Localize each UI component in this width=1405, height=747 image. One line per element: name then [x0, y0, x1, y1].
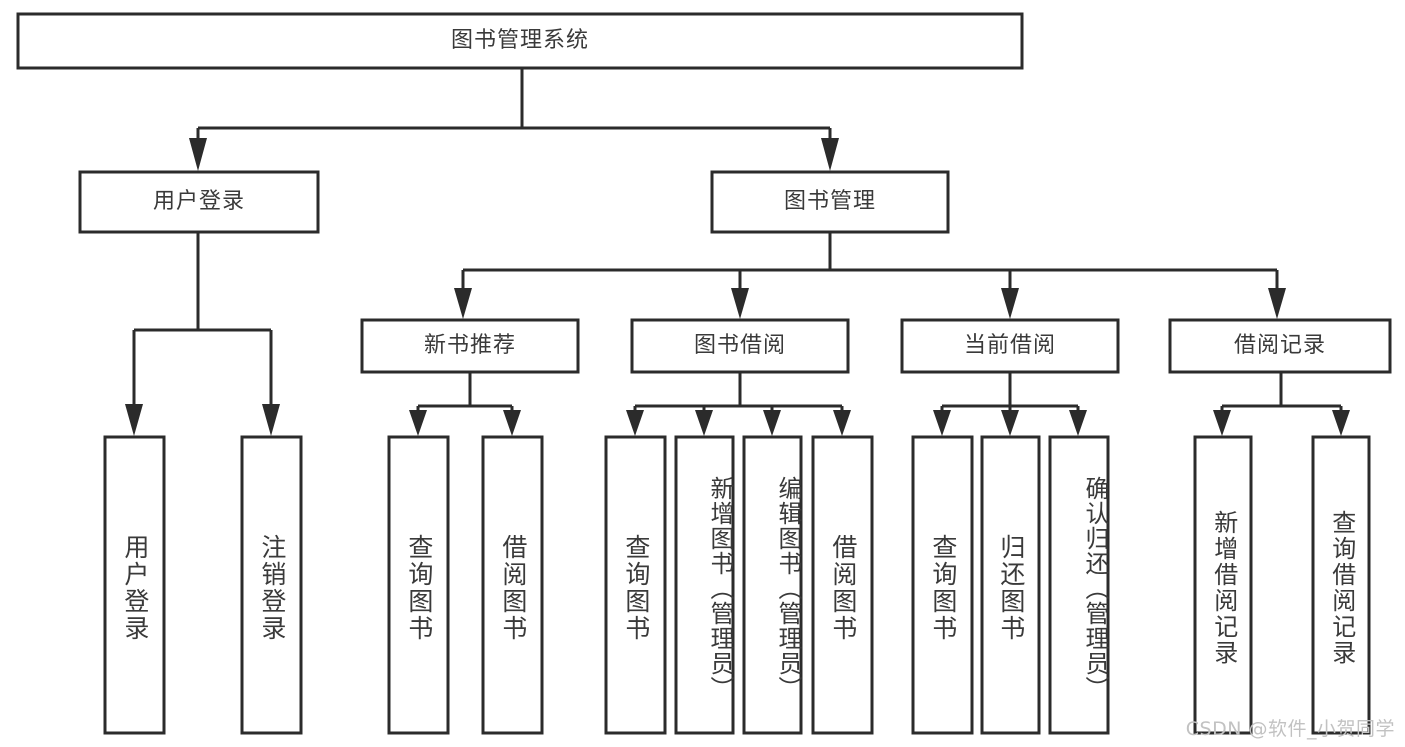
- arrow-icon-current-borrow-leaf-2: [1001, 410, 1019, 436]
- arrow-icon-book-borrow-leaf-1: [626, 410, 644, 436]
- arrow-icon-book-borrow-leaf-4: [833, 410, 851, 436]
- node-leaf-book-borrow-query[interactable]: [604, 435, 667, 735]
- node-leaf-book-borrow-lend[interactable]: [811, 435, 874, 735]
- arrow-icon-borrow-record-leaf-2: [1332, 410, 1350, 436]
- node-borrow-record[interactable]: [1168, 318, 1392, 374]
- arrow-icon-current-borrow-leaf-1: [933, 410, 951, 436]
- arrow-icon-user-login-leaf-2: [262, 404, 280, 436]
- arrow-icon-to-new-book-recommend: [454, 288, 472, 319]
- arrow-icon-book-borrow-leaf-3: [763, 410, 781, 436]
- node-leaf-user-login-logout[interactable]: [240, 435, 303, 735]
- arrow-icon-new-book-leaf-1: [409, 410, 427, 436]
- node-user-login[interactable]: [78, 170, 320, 234]
- arrow-icon-to-book-management: [821, 138, 839, 171]
- arrow-icon-user-login-leaf-1: [125, 404, 143, 436]
- node-leaf-borrow-record-add[interactable]: [1193, 435, 1253, 735]
- node-leaf-new-book-borrow[interactable]: [481, 435, 544, 735]
- arrow-icon-book-borrow-leaf-2: [695, 410, 713, 436]
- arrow-icon-current-borrow-leaf-3: [1069, 410, 1087, 436]
- arrow-icon-borrow-record-leaf-1: [1213, 410, 1231, 436]
- node-leaf-current-borrow-query[interactable]: [911, 435, 974, 735]
- node-leaf-current-borrow-return[interactable]: [980, 435, 1041, 735]
- arrow-icon-new-book-leaf-2: [503, 410, 521, 436]
- node-leaf-user-login-login[interactable]: [103, 435, 166, 735]
- csdn-watermark: CSDN @软件_小贺同学: [1185, 718, 1395, 740]
- node-book-borrow[interactable]: [630, 318, 850, 374]
- arrow-icon-to-book-borrow: [731, 288, 749, 319]
- node-new-book-recommend[interactable]: [360, 318, 580, 374]
- node-leaf-new-book-query[interactable]: [387, 435, 450, 735]
- node-leaf-book-borrow-add[interactable]: [674, 435, 735, 735]
- arrow-icon-to-user-login: [189, 138, 207, 171]
- node-leaf-current-borrow-confirm[interactable]: [1048, 435, 1110, 735]
- node-leaf-book-borrow-edit[interactable]: [742, 435, 803, 735]
- node-current-borrow[interactable]: [900, 318, 1120, 374]
- arrow-icon-to-current-borrow: [1001, 288, 1019, 319]
- node-book-management[interactable]: [710, 170, 950, 234]
- node-root-book-management-system[interactable]: [16, 12, 1024, 70]
- arrow-icon-to-borrow-record: [1268, 288, 1286, 319]
- node-leaf-borrow-record-query[interactable]: [1311, 435, 1371, 735]
